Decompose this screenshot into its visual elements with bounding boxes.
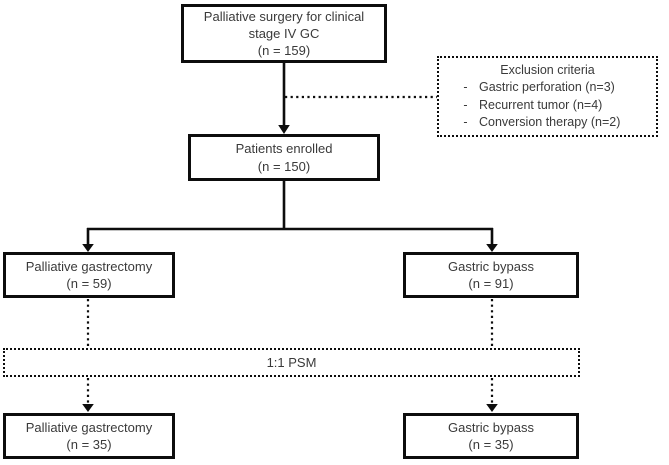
- exclusion-bullet: -: [463, 97, 468, 112]
- box-line: Palliative gastrectomy: [25, 258, 153, 274]
- box-line: Palliative surgery for clinical: [203, 8, 365, 24]
- box-line: (n = 35): [66, 437, 112, 452]
- arrowhead-matched-left: [82, 404, 94, 412]
- box-line: Patients enrolled: [235, 141, 333, 157]
- box-line: (n = 59): [66, 276, 112, 291]
- box-line: Gastric bypass: [448, 419, 534, 435]
- arrowhead-enrolled: [278, 125, 290, 134]
- box-patients-enrolled: Patients enrolled (n = 150): [188, 134, 380, 181]
- box-line: (n = 150): [257, 158, 311, 174]
- exclusion-item-text: Conversion therapy (n=2): [479, 114, 621, 129]
- box-psm: 1:1 PSM: [3, 348, 580, 377]
- arrowhead-matched-right: [486, 404, 498, 412]
- box-palliative-surgery: Palliative surgery for clinical stage IV…: [181, 4, 387, 63]
- box-palliative-gastrectomy-matched: Palliative gastrectomy (n = 35): [3, 413, 175, 459]
- exclusion-item: - Gastric perforation (n=3): [443, 79, 652, 96]
- box-line: (n = 159): [257, 43, 311, 59]
- box-gastric-bypass-matched: Gastric bypass (n = 35): [403, 413, 579, 459]
- exclusion-item-text: Gastric perforation (n=3): [479, 80, 615, 95]
- box-line: Gastric bypass: [448, 258, 534, 274]
- exclusion-bullet: -: [463, 114, 468, 129]
- box-line: stage IV GC: [248, 25, 320, 41]
- box-gastric-bypass: Gastric bypass (n = 91): [403, 252, 579, 298]
- box-exclusion-criteria: Exclusion criteria - Gastric perforation…: [437, 56, 658, 137]
- arrowhead-branch-left: [82, 244, 94, 252]
- exclusion-title: Exclusion criteria: [500, 63, 595, 77]
- box-line: Palliative gastrectomy: [25, 419, 153, 435]
- psm-label: 1:1 PSM: [266, 354, 317, 370]
- exclusion-bullet: -: [463, 80, 468, 95]
- exclusion-item: - Conversion therapy (n=2): [443, 114, 652, 131]
- box-line: (n = 35): [468, 437, 514, 452]
- exclusion-item-text: Recurrent tumor (n=4): [479, 97, 603, 112]
- box-palliative-gastrectomy: Palliative gastrectomy (n = 59): [3, 252, 175, 298]
- arrowhead-branch-right: [486, 244, 498, 252]
- exclusion-item: - Recurrent tumor (n=4): [443, 97, 652, 114]
- box-line: (n = 91): [468, 276, 514, 291]
